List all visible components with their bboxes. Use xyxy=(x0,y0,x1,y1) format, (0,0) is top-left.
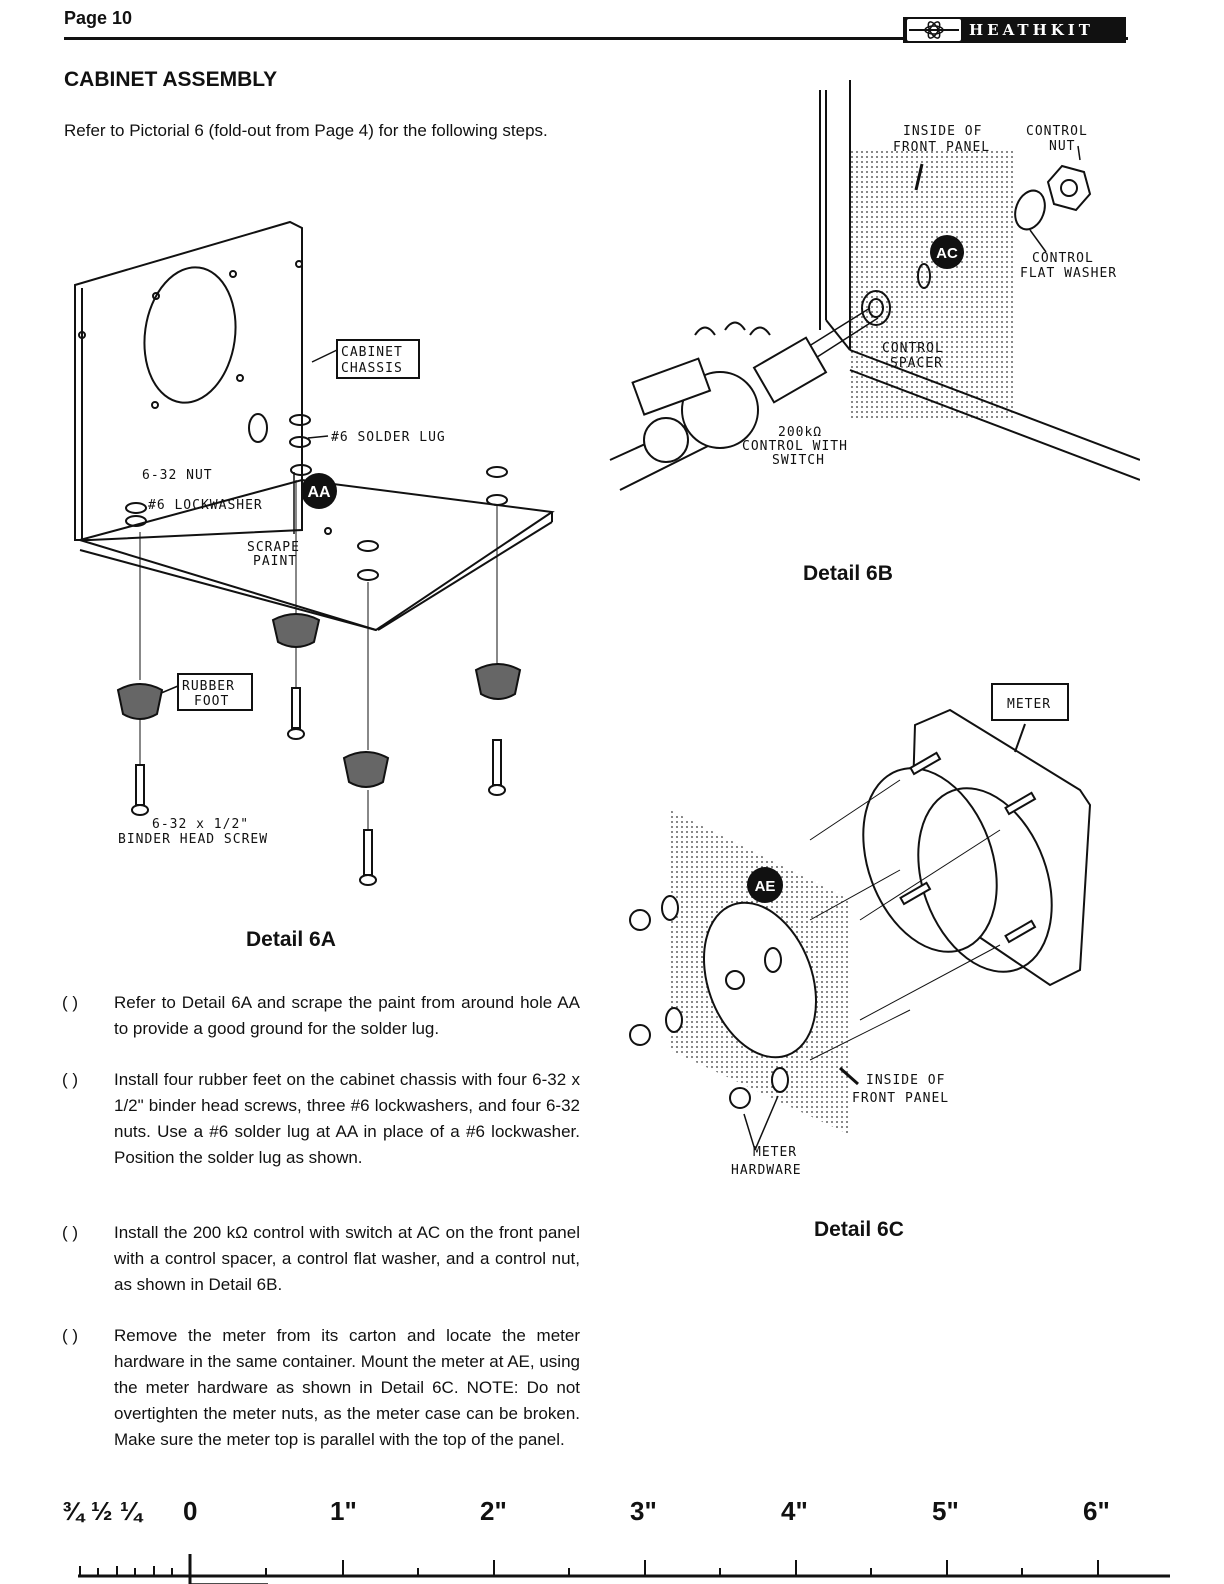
step-checkbox[interactable]: ( ) xyxy=(62,1070,79,1089)
label-inside-front-panel: INSIDE OF xyxy=(903,124,982,139)
label-200k-control: 200kΩ xyxy=(778,425,822,440)
marker-ae-circle xyxy=(747,867,783,903)
detail-6b-illustration: AC INSIDE OF FRONT PANEL CONTROL NUT CON… xyxy=(609,80,1140,491)
ruler-inch-4: 4" xyxy=(781,1496,808,1526)
step-item: ( ) Install the 200 kΩ control with swit… xyxy=(62,1220,580,1298)
label-screw: BINDER HEAD SCREW xyxy=(118,832,268,847)
label-scrape-paint: PAINT xyxy=(253,554,297,569)
label-screw: 6-32 x 1/2" xyxy=(152,817,249,832)
ruler-inch-6: 6" xyxy=(1083,1496,1110,1526)
meter-hole xyxy=(143,266,237,404)
ruler-inch-1: 1" xyxy=(330,1496,357,1526)
label-meter-hardware: METER xyxy=(753,1145,797,1160)
control-nut xyxy=(1046,164,1092,212)
binder-head-screw xyxy=(291,687,301,729)
step-checkbox[interactable]: ( ) xyxy=(62,993,79,1012)
binder-head-screw xyxy=(363,829,373,876)
rubber-foot xyxy=(342,751,390,788)
label-flat-washer: CONTROL xyxy=(1032,251,1094,266)
label-cabinet-chassis: CHASSIS xyxy=(341,361,403,376)
rubber-foot xyxy=(271,613,321,648)
step-text: Remove the meter from its carton and loc… xyxy=(114,1326,580,1449)
intro-paragraph: Refer to Pictorial 6 (fold-out from Page… xyxy=(64,121,548,140)
chassis-back-panel xyxy=(74,220,303,541)
detail-6c-caption: Detail 6C xyxy=(814,1218,904,1241)
label-meter-hardware: HARDWARE xyxy=(731,1163,802,1178)
binder-head-screw xyxy=(492,739,502,786)
step-item: ( ) Install four rubber feet on the cabi… xyxy=(62,1067,580,1197)
brand-name: HEATHKIT xyxy=(969,21,1094,39)
label-inside-front-panel: FRONT PANEL xyxy=(893,140,990,155)
marker-aa: AA xyxy=(307,484,331,501)
ruler-fractions: ¾ ½ ¼ xyxy=(62,1496,142,1526)
label-meter: METER xyxy=(1007,697,1051,712)
ruler-zero: 0 xyxy=(183,1496,198,1526)
step-item: ( ) Refer to Detail 6A and scrape the pa… xyxy=(62,990,580,1042)
label-control-spacer: SPACER xyxy=(890,356,943,371)
section-title: CABINET ASSEMBLY xyxy=(64,68,278,91)
label-rubber-foot: RUBBER xyxy=(182,679,235,694)
detail-6a-illustration: CABINET CHASSIS #6 SOLDER LUG 6-32 NUT #… xyxy=(74,220,555,886)
step-checkbox[interactable]: ( ) xyxy=(62,1223,79,1242)
rubber-foot xyxy=(474,663,522,700)
step-text: Refer to Detail 6A and scrape the paint … xyxy=(114,993,580,1038)
label-inside-front-panel: INSIDE OF xyxy=(866,1073,945,1088)
step-item: ( ) Remove the meter from its carton and… xyxy=(62,1323,580,1479)
marker-ac-circle xyxy=(930,235,964,269)
ruler-inch-2: 2" xyxy=(480,1496,507,1526)
label-lockwasher: #6 LOCKWASHER xyxy=(148,498,263,513)
page-number: Page 10 xyxy=(64,8,133,28)
ruler-inch-3: 3" xyxy=(630,1496,657,1526)
atom-icon xyxy=(907,19,961,41)
step-text: Install the 200 kΩ control with switch a… xyxy=(114,1223,580,1294)
label-solder-lug: #6 SOLDER LUG xyxy=(331,430,446,445)
step-text: Install four rubber feet on the cabinet … xyxy=(114,1070,580,1167)
front-panel-inside xyxy=(850,148,1016,420)
label-nut: 6-32 NUT xyxy=(142,468,213,483)
label-control-nut: CONTROL xyxy=(1026,124,1088,139)
meter-body xyxy=(862,767,998,953)
marker-ac: AC xyxy=(936,245,958,262)
label-scrape-paint: SCRAPE xyxy=(247,540,300,555)
label-control-nut: NUT xyxy=(1049,139,1075,154)
label-rubber-foot: FOOT xyxy=(194,694,229,709)
binder-head-screw xyxy=(135,764,145,806)
label-200k-control: SWITCH xyxy=(772,453,825,468)
rubber-foot xyxy=(116,683,164,720)
label-flat-washer: FLAT WASHER xyxy=(1020,266,1117,281)
ruler-scale xyxy=(78,1554,1170,1584)
step-checkbox[interactable]: ( ) xyxy=(62,1326,79,1345)
label-200k-control: CONTROL WITH xyxy=(742,439,848,454)
label-control-spacer: CONTROL xyxy=(882,341,944,356)
ruler-inch-5: 5" xyxy=(932,1496,959,1526)
header-rule xyxy=(64,37,1128,40)
marker-ae: AE xyxy=(755,878,776,895)
detail-6b-caption: Detail 6B xyxy=(803,562,893,585)
detail-6a-caption: Detail 6A xyxy=(246,928,336,951)
label-inside-front-panel: FRONT PANEL xyxy=(852,1091,949,1106)
heathkit-logo: HEATHKIT xyxy=(903,17,1126,43)
detail-6c-illustration: AE METER INSIDE OF FRONT PANEL METER HAR… xyxy=(629,683,1092,1178)
label-cabinet-chassis: CABINET xyxy=(341,345,403,360)
